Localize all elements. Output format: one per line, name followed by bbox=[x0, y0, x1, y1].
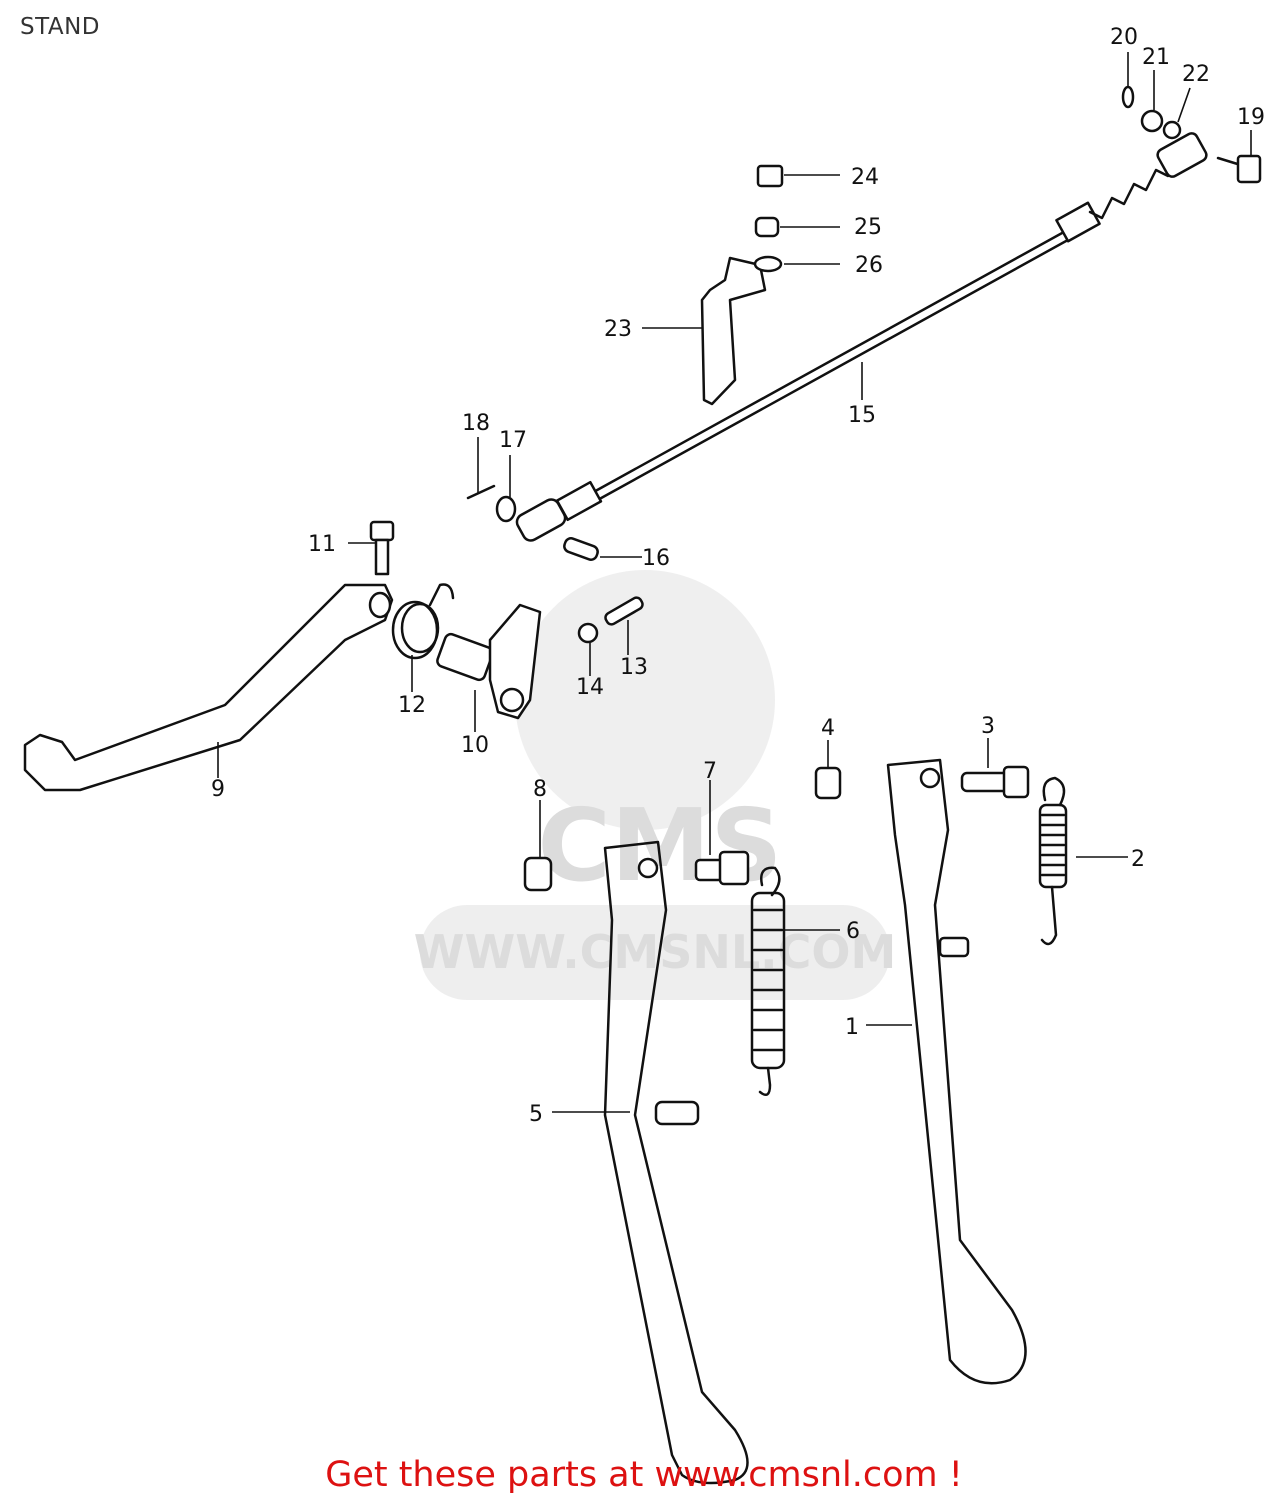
callout-labels: 1 2 3 4 5 6 7 8 9 10 11 12 13 14 15 16 1… bbox=[211, 25, 1265, 1127]
part-23-bracket bbox=[700, 256, 767, 406]
page-title: STAND bbox=[20, 14, 101, 40]
part-1-stand bbox=[886, 758, 1027, 1385]
callout-1: 1 bbox=[845, 1015, 859, 1040]
callout-10: 10 bbox=[461, 733, 489, 758]
part-15-cable bbox=[555, 132, 1208, 522]
callout-16: 16 bbox=[642, 546, 670, 571]
part-21-nut bbox=[1140, 109, 1164, 133]
callout-7: 7 bbox=[703, 759, 717, 784]
part-16-pin bbox=[563, 537, 599, 561]
part-3-bolt bbox=[960, 765, 1030, 799]
part-7-bolt bbox=[694, 850, 750, 886]
part-25-nut bbox=[754, 216, 780, 238]
callout-25: 25 bbox=[854, 215, 882, 240]
leader-lines bbox=[217, 52, 1252, 1113]
callout-2: 2 bbox=[1131, 847, 1145, 872]
part-24-bolt bbox=[756, 164, 784, 188]
part-5-pin bbox=[654, 1100, 700, 1126]
part-4-nut bbox=[814, 766, 842, 800]
part-26-washer bbox=[753, 255, 783, 273]
callout-23: 23 bbox=[604, 317, 632, 342]
callout-20: 20 bbox=[1110, 25, 1138, 50]
watermark-url: WWW.CMSNL.COM bbox=[414, 925, 897, 979]
part-1-pivot bbox=[919, 767, 941, 789]
callout-3: 3 bbox=[981, 714, 995, 739]
callout-24: 24 bbox=[851, 165, 879, 190]
part-9-lever bbox=[23, 583, 394, 792]
part-5-pivot bbox=[637, 857, 659, 879]
part-17-washer bbox=[495, 495, 517, 523]
part-22-washer bbox=[1162, 120, 1182, 140]
part-2-spring bbox=[1038, 776, 1068, 946]
callout-26: 26 bbox=[855, 253, 883, 278]
part-6-spring bbox=[750, 866, 786, 1097]
part-8-nut bbox=[523, 856, 553, 892]
part-20-cotter-pin bbox=[1121, 85, 1135, 109]
callout-18: 18 bbox=[462, 411, 490, 436]
part-9-boss bbox=[368, 591, 392, 619]
part-19-bolt bbox=[1216, 154, 1262, 184]
part-18-cotter-pin bbox=[466, 484, 496, 500]
callout-17: 17 bbox=[499, 428, 527, 453]
cta-link[interactable]: Get these parts at www.cmsnl.com ! bbox=[325, 1455, 963, 1495]
callout-19: 19 bbox=[1237, 105, 1265, 130]
part-14-nut bbox=[577, 622, 599, 644]
callout-6: 6 bbox=[846, 919, 860, 944]
watermark-brand: CMS bbox=[538, 787, 783, 904]
callout-8: 8 bbox=[533, 777, 547, 802]
callout-11: 11 bbox=[308, 532, 336, 557]
part-12-spring bbox=[391, 583, 455, 660]
callout-12: 12 bbox=[398, 693, 426, 718]
part-13-bolt bbox=[604, 596, 644, 626]
callout-5: 5 bbox=[529, 1102, 543, 1127]
callout-21: 21 bbox=[1142, 45, 1170, 70]
callout-9: 9 bbox=[211, 777, 225, 802]
callout-15: 15 bbox=[848, 403, 876, 428]
callout-14: 14 bbox=[576, 675, 604, 700]
callout-4: 4 bbox=[821, 716, 835, 741]
callout-13: 13 bbox=[620, 655, 648, 680]
part-11-bolt bbox=[369, 520, 395, 576]
part-1-pin bbox=[938, 936, 970, 958]
callout-22: 22 bbox=[1182, 62, 1210, 87]
part-10-arm bbox=[436, 603, 542, 720]
cable-clevis bbox=[515, 498, 567, 542]
part-5-stand bbox=[603, 840, 749, 1485]
